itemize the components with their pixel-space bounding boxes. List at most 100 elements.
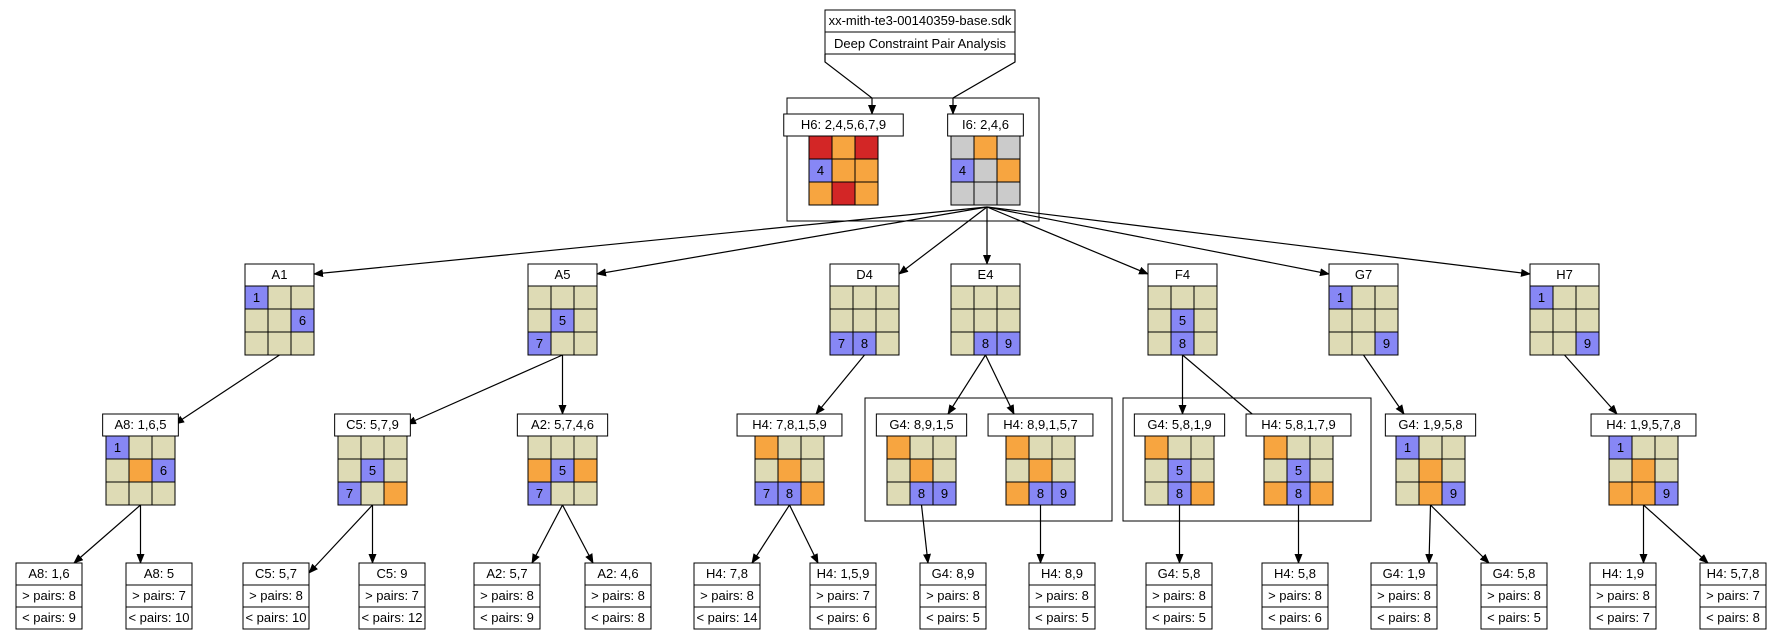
leaf-less-pairs: < pairs: 6 [1268,610,1322,625]
grid-cell [290,285,315,310]
leaf-l9: G4: 8,9> pairs: 8< pairs: 5 [919,562,987,630]
leaf-less-pairs: < pairs: 5 [1035,610,1089,625]
leaf-box [358,562,426,630]
cell-digit: 4 [959,163,966,178]
grid-cell [383,435,408,460]
grid-cell [1309,458,1334,483]
leaf-box [125,562,193,630]
leaf-less-pairs: < pairs: 6 [816,610,870,625]
cell-digit: 9 [941,486,948,501]
grid-cell [1654,458,1679,483]
grid-cell [777,435,802,460]
grid-cell [1575,285,1600,310]
leaf-less-pairs: < pairs: 10 [128,610,189,625]
cell-digit: 9 [1584,336,1591,351]
cell-digit: 5 [369,463,376,478]
grid-cell [852,308,877,333]
leaf-greater-pairs: > pairs: 7 [132,588,186,603]
grid-cell [1051,458,1076,483]
grid-cell [244,308,269,333]
grid-cell [854,135,879,160]
grid-cell [1552,331,1577,356]
cell-digit: 7 [536,486,543,501]
edge-g4c-l14 [1430,504,1490,564]
grid-cell [777,458,802,483]
grid-cell [151,481,176,506]
leaf-box [473,562,541,630]
leaf-less-pairs: < pairs: 10 [245,610,306,625]
grid-cell [950,135,975,160]
grid-cell [886,481,911,506]
grid-cell [754,458,779,483]
grid-cell [1190,481,1215,506]
leaf-less-pairs: < pairs: 8 [1377,610,1431,625]
leaf-label: H4: 1,9 [1602,566,1644,581]
cell-digit: 1 [1617,440,1624,455]
node-a2: A2: 5,7,4,657 [516,413,609,506]
grid-cell [337,458,362,483]
grid-cell [1263,481,1288,506]
grid-cell [550,481,575,506]
node-i6: I6: 2,4,64 [947,113,1024,206]
leaf-layer: A8: 1,6> pairs: 8< pairs: 9A8: 5> pairs:… [15,562,1767,630]
grid-cell [337,435,362,460]
leaf-label: H4: 5,8 [1274,566,1316,581]
leaf-box [919,562,987,630]
grid-cell [1167,435,1192,460]
grid-cell [1147,308,1172,333]
grid-cell [1552,285,1577,310]
grid-cell [996,181,1021,206]
leaf-greater-pairs: > pairs: 8 [1152,588,1206,603]
leaf-box [1370,562,1438,630]
grid-cell [886,435,911,460]
leaf-box [1699,562,1767,630]
leaf-l13: G4: 1,9> pairs: 8< pairs: 8 [1370,562,1438,630]
leaf-label: A2: 5,7 [486,566,527,581]
grid-cell [550,285,575,310]
grid-cell [573,308,598,333]
grid-cell [1654,481,1679,506]
leaf-label: H4: 7,8 [706,566,748,581]
edge-layer [73,54,1709,574]
leaf-less-pairs: < pairs: 7 [1596,610,1650,625]
header-node: xx-mith-te3-00140359-base.sdk Deep Const… [824,9,1016,55]
grid-cell [105,458,130,483]
leaf-label: G4: 8,9 [932,566,975,581]
node-h6: H6: 2,4,5,6,7,94 [783,113,904,206]
leaf-l3: C5: 5,7> pairs: 8< pairs: 10 [242,562,310,630]
grid-cell [808,181,833,206]
node-label: H4: 5,8,1,7,9 [1261,417,1335,432]
leaf-l10: H4: 8,9> pairs: 8< pairs: 5 [1028,562,1096,630]
leaf-less-pairs: < pairs: 5 [1487,610,1541,625]
cell-digit: 6 [160,463,167,478]
grid-cell [1309,435,1334,460]
leaf-l15: H4: 1,9> pairs: 8< pairs: 7 [1589,562,1657,630]
grid-cell [973,308,998,333]
leaf-label: H4: 5,7,8 [1707,566,1760,581]
grid-cell [1028,458,1053,483]
grid-cell [360,435,385,460]
grid-cell [1529,331,1554,356]
grid-cell [1144,458,1169,483]
leaf-less-pairs: < pairs: 14 [696,610,757,625]
node-a8: A8: 1,6,516 [102,413,179,506]
grid-cell [1005,458,1030,483]
cell-digit: 7 [536,336,543,351]
grid-cell [360,481,385,506]
grid-cell [1190,435,1215,460]
grid-cell [1441,481,1466,506]
edge-root-a1 [313,206,988,278]
leaf-box [15,562,83,630]
leaf-label: C5: 5,7 [255,566,297,581]
grid-cell [244,331,269,356]
leaf-l16: H4: 5,7,8> pairs: 7< pairs: 8 [1699,562,1767,630]
leaf-l1: A8: 1,6> pairs: 8< pairs: 9 [15,562,83,630]
edge-a2-l5 [531,504,564,564]
edge-root-f4 [986,206,1149,275]
node-label: G4: 8,9,1,5 [889,417,953,432]
node-label: G4: 5,8,1,9 [1147,417,1211,432]
grid-cell [852,285,877,310]
grid-cell [550,331,575,356]
